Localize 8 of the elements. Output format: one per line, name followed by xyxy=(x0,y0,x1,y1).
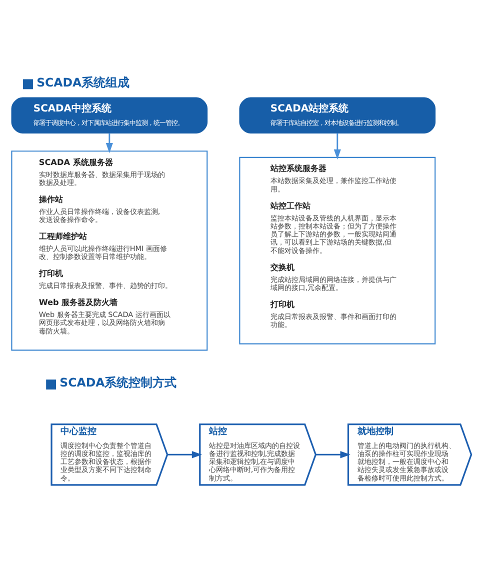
arrow xyxy=(167,451,202,458)
label: SCADA系统控制方式 xyxy=(60,376,177,390)
node-box: SCADA 系统服务器 实时数据库服务器、数据采集用于现场的数据及处理。 操作站 作业人员日常操作终端，设备仪表监测,发送设备操作命令。 工程师维护站 维护人员可以此操作终端进行HMI 画面修改、控制参数设置等日常维护功能。 打印机 完成日常报表及报警、事件、趋势的打印。 Web 服务器及防火墙 Web 服务器主要完成 SCADA 运行画面以网页形式发布处理，以及网络防火墙和病毒防火墙。 xyxy=(11,150,208,351)
node-box: 站控系统服务器 本站数据采集及处理，兼作监控工作站使用。 站控工作站 监控本站设备及管线的人机界面，显示本站参数，控制本站设备；但为了方便操作员了解上下游站的参数，一般实现站间通讯，可以看到上下游站场的关键数据,但不能对设备操作。 交换机 完成站控局域网的网络连接，并提供与广域网的接口,冗余配置。 打印机 完成日常报表及报警、事件和画面打印的功能。 xyxy=(239,156,436,344)
arrow xyxy=(106,133,113,154)
arrow xyxy=(334,133,341,160)
diagram-title: SCADA系统组成 xyxy=(36,75,130,90)
arrow xyxy=(316,451,350,458)
